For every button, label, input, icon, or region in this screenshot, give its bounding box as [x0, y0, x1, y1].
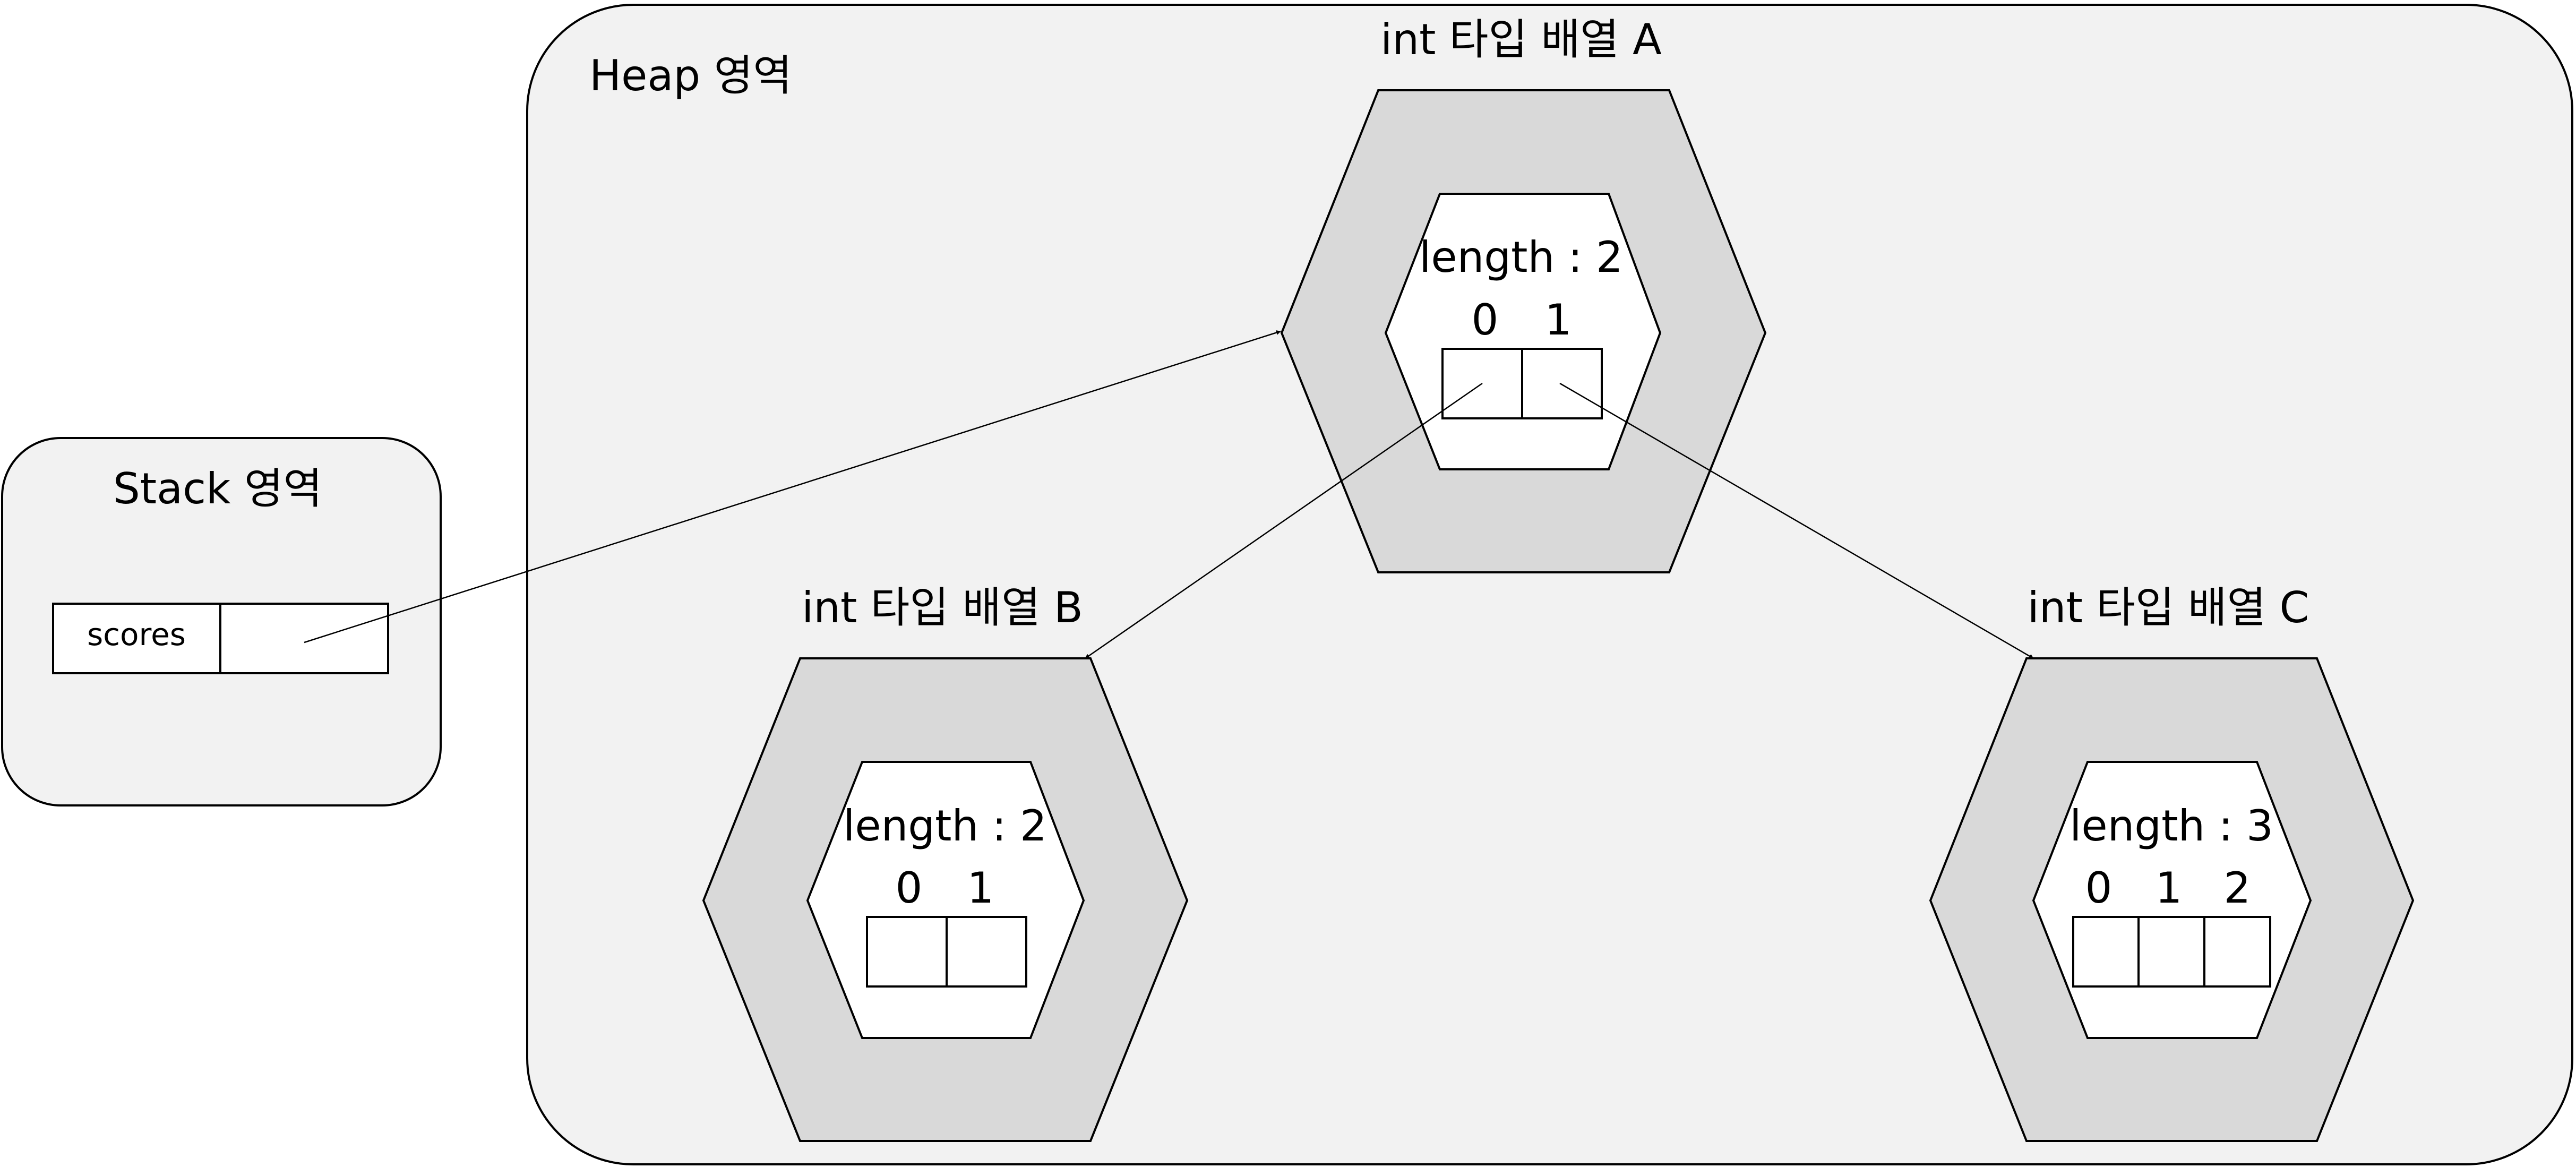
- array-c-cell-2: [2203, 916, 2271, 988]
- array-b: int 타입 배열 B length : 2 0 1: [702, 583, 1189, 1142]
- array-c-cell-1: [2137, 916, 2205, 988]
- scores-value-cell: [219, 603, 389, 674]
- scores-to-array-a-arrow: [304, 330, 1281, 643]
- array-b-index-0: 0: [896, 863, 923, 913]
- scores-name-cell: [52, 603, 221, 674]
- array-a-index-1: 1: [1545, 295, 1572, 345]
- array-c-index-1: 1: [2156, 863, 2183, 913]
- array-c-index-0: 0: [2085, 863, 2113, 913]
- array-c: int 타입 배열 C length : 3 0 1 2: [1929, 583, 2415, 1142]
- heap-region-title: Heap 영역: [589, 51, 792, 100]
- array-a-index-0: 0: [1472, 295, 1499, 345]
- array-c-title: int 타입 배열 C: [2028, 583, 2309, 632]
- array-c-length: length : 3: [2070, 801, 2273, 851]
- array-b-index-1: 1: [967, 863, 994, 913]
- array-a-length: length : 2: [1419, 233, 1623, 282]
- array-a: int 타입 배열 A length : 2 0 1: [1280, 15, 1767, 573]
- array-c-index-2: 2: [2224, 863, 2251, 913]
- scores-variable: scores: [52, 603, 389, 674]
- array-c-cell-0: [2072, 916, 2140, 988]
- array-b-cell-1: [946, 916, 1027, 988]
- array-a-cell-1: [1521, 348, 1603, 419]
- array-b-cell-0: [866, 916, 948, 988]
- array-b-length: length : 2: [843, 801, 1047, 851]
- array-a-cell-1-to-array-c-arrow: [1559, 382, 2034, 659]
- stack-region-title: Stack 영역: [113, 464, 322, 513]
- scores-variable-name: scores: [87, 616, 186, 653]
- array-a-cell-0-to-array-b-arrow: [1085, 382, 1483, 659]
- array-a-title: int 타입 배열 A: [1380, 15, 1662, 64]
- array-b-title: int 타입 배열 B: [802, 583, 1083, 632]
